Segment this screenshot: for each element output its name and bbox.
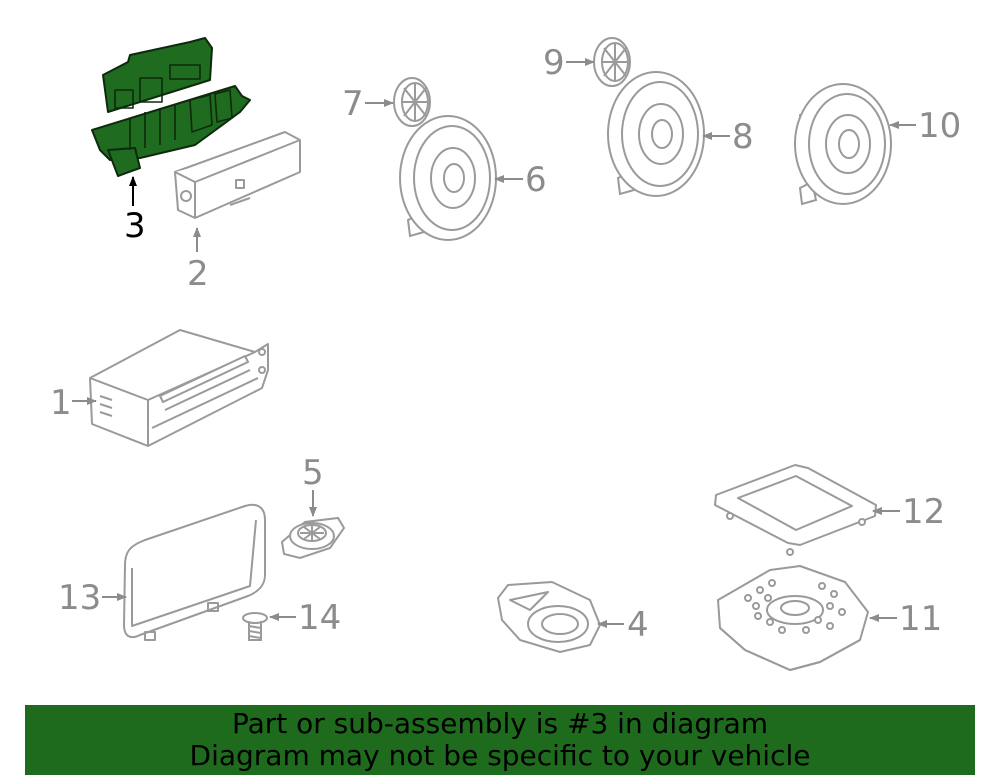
label-1: 1 [50,383,72,423]
label-2: 2 [187,254,209,294]
label-11: 11 [899,599,942,639]
label-10: 10 [918,106,961,146]
part-5-tweeter[interactable] [280,516,346,560]
part-1-head-unit[interactable] [89,329,269,447]
part-2-module[interactable] [174,131,301,219]
part-9-tweeter[interactable] [593,37,631,87]
part-13-display[interactable] [123,503,266,641]
label-12: 12 [902,492,945,532]
label-9: 9 [543,43,565,83]
part-3-bracket[interactable] [91,37,251,177]
part-10-speaker[interactable] [794,83,892,206]
banner-line-2: Diagram may not be specific to your vehi… [189,739,811,772]
label-3: 3 [124,206,146,246]
banner-line-1: Part or sub-assembly is #3 in diagram [231,707,769,740]
info-banner: Part or sub-assembly is #3 in diagram Di… [25,705,975,775]
label-4: 4 [627,605,649,645]
part-14-screw[interactable] [242,612,268,641]
part-12-cover-plate[interactable] [714,464,877,556]
label-7: 7 [342,84,364,124]
label-13: 13 [58,578,101,618]
part-11-enclosure[interactable] [717,565,869,671]
part-6-speaker[interactable] [399,115,497,241]
label-8: 8 [732,117,754,157]
part-4-speaker[interactable] [497,581,601,653]
label-5: 5 [302,453,324,493]
label-14: 14 [298,598,341,638]
label-6: 6 [525,160,547,200]
part-7-tweeter[interactable] [393,77,431,127]
part-8-speaker[interactable] [607,71,705,197]
